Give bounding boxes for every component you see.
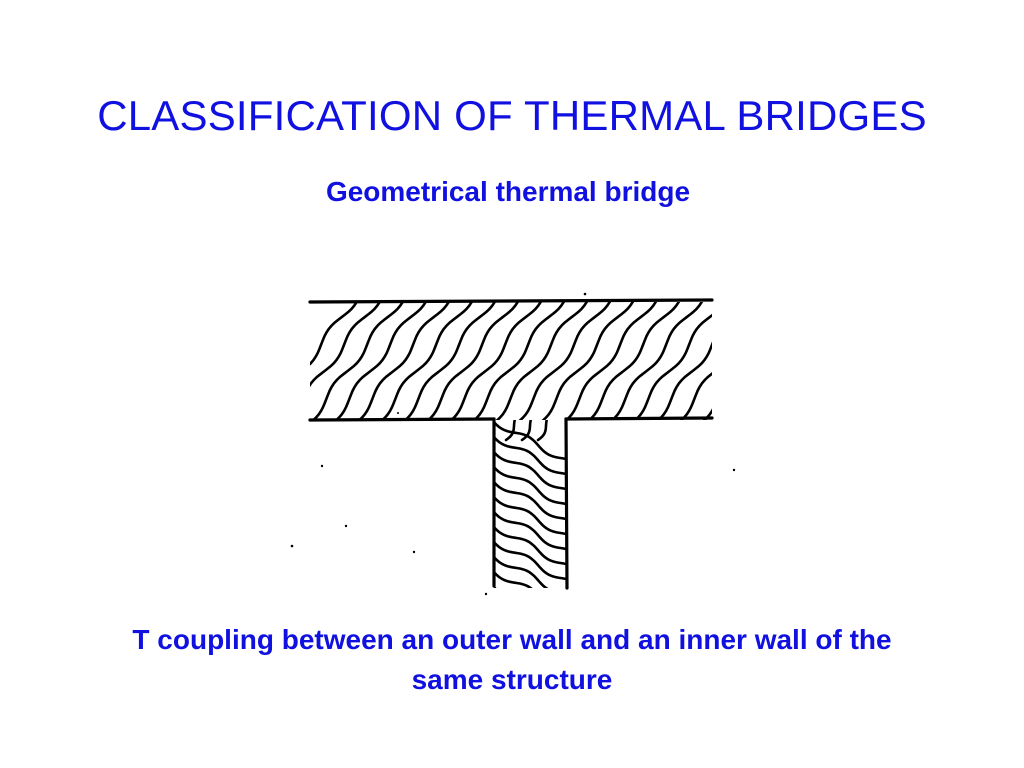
- hatch-line: [603, 302, 709, 420]
- outer-wall-top-edge: [308, 298, 714, 304]
- speckle-dots: [290, 292, 736, 596]
- hatch-line: [720, 290, 750, 426]
- hatch-line: [672, 302, 712, 420]
- hatch-line: [534, 302, 640, 420]
- hatch-line: [494, 583, 566, 588]
- hatch-line: [494, 433, 566, 480]
- hatch-line: [743, 290, 750, 426]
- hatch-line: [520, 420, 548, 442]
- hatch-line: [494, 493, 566, 540]
- hatch-line: [494, 553, 566, 588]
- hatch-line: [310, 302, 410, 420]
- t-coupling-diagram: [290, 290, 750, 596]
- hatch-line: [504, 420, 532, 442]
- hatch-line: [494, 420, 566, 465]
- outer-wall-bottom-left-edge: [308, 417, 496, 422]
- hatch-line: [511, 302, 617, 420]
- hatch-line: [494, 448, 566, 495]
- slide-subtitle: Geometrical thermal bridge: [325, 176, 691, 207]
- inner-wall-hatching: [494, 420, 566, 588]
- hatch-line: [626, 302, 712, 420]
- hatch-line: [649, 302, 712, 420]
- slide-title: CLASSIFICATION OF THERMAL BRIDGES: [97, 92, 927, 139]
- hatch-line: [310, 302, 387, 420]
- hatch-line: [350, 302, 456, 420]
- outer-wall-bottom-right-edge: [564, 416, 714, 421]
- hatch-line: [494, 463, 566, 510]
- hatch-line: [465, 302, 571, 420]
- hatch-line: [536, 420, 564, 442]
- hatch-line: [494, 568, 566, 588]
- hatch-line: [557, 302, 663, 420]
- hatch-line: [373, 302, 479, 420]
- hatch-line: [419, 302, 525, 420]
- hatch-line: [488, 302, 594, 420]
- hatch-line: [494, 478, 566, 525]
- caption-line-2: same structure: [411, 664, 613, 695]
- hatch-line: [494, 508, 566, 555]
- hatch-line: [310, 302, 364, 420]
- inner-wall-right-edge: [564, 417, 569, 590]
- hatch-line: [442, 302, 548, 420]
- slide-caption: T coupling between an outer wall and an …: [0, 620, 1024, 700]
- hatch-line: [396, 302, 502, 420]
- outer-wall-hatching: [310, 290, 750, 426]
- hatch-line: [327, 302, 433, 420]
- wall-outline: [308, 298, 714, 590]
- caption-line-1: T coupling between an outer wall and an …: [132, 624, 892, 655]
- hatch-line: [580, 302, 686, 420]
- hatch-line: [494, 523, 566, 570]
- hatch-line: [494, 538, 566, 585]
